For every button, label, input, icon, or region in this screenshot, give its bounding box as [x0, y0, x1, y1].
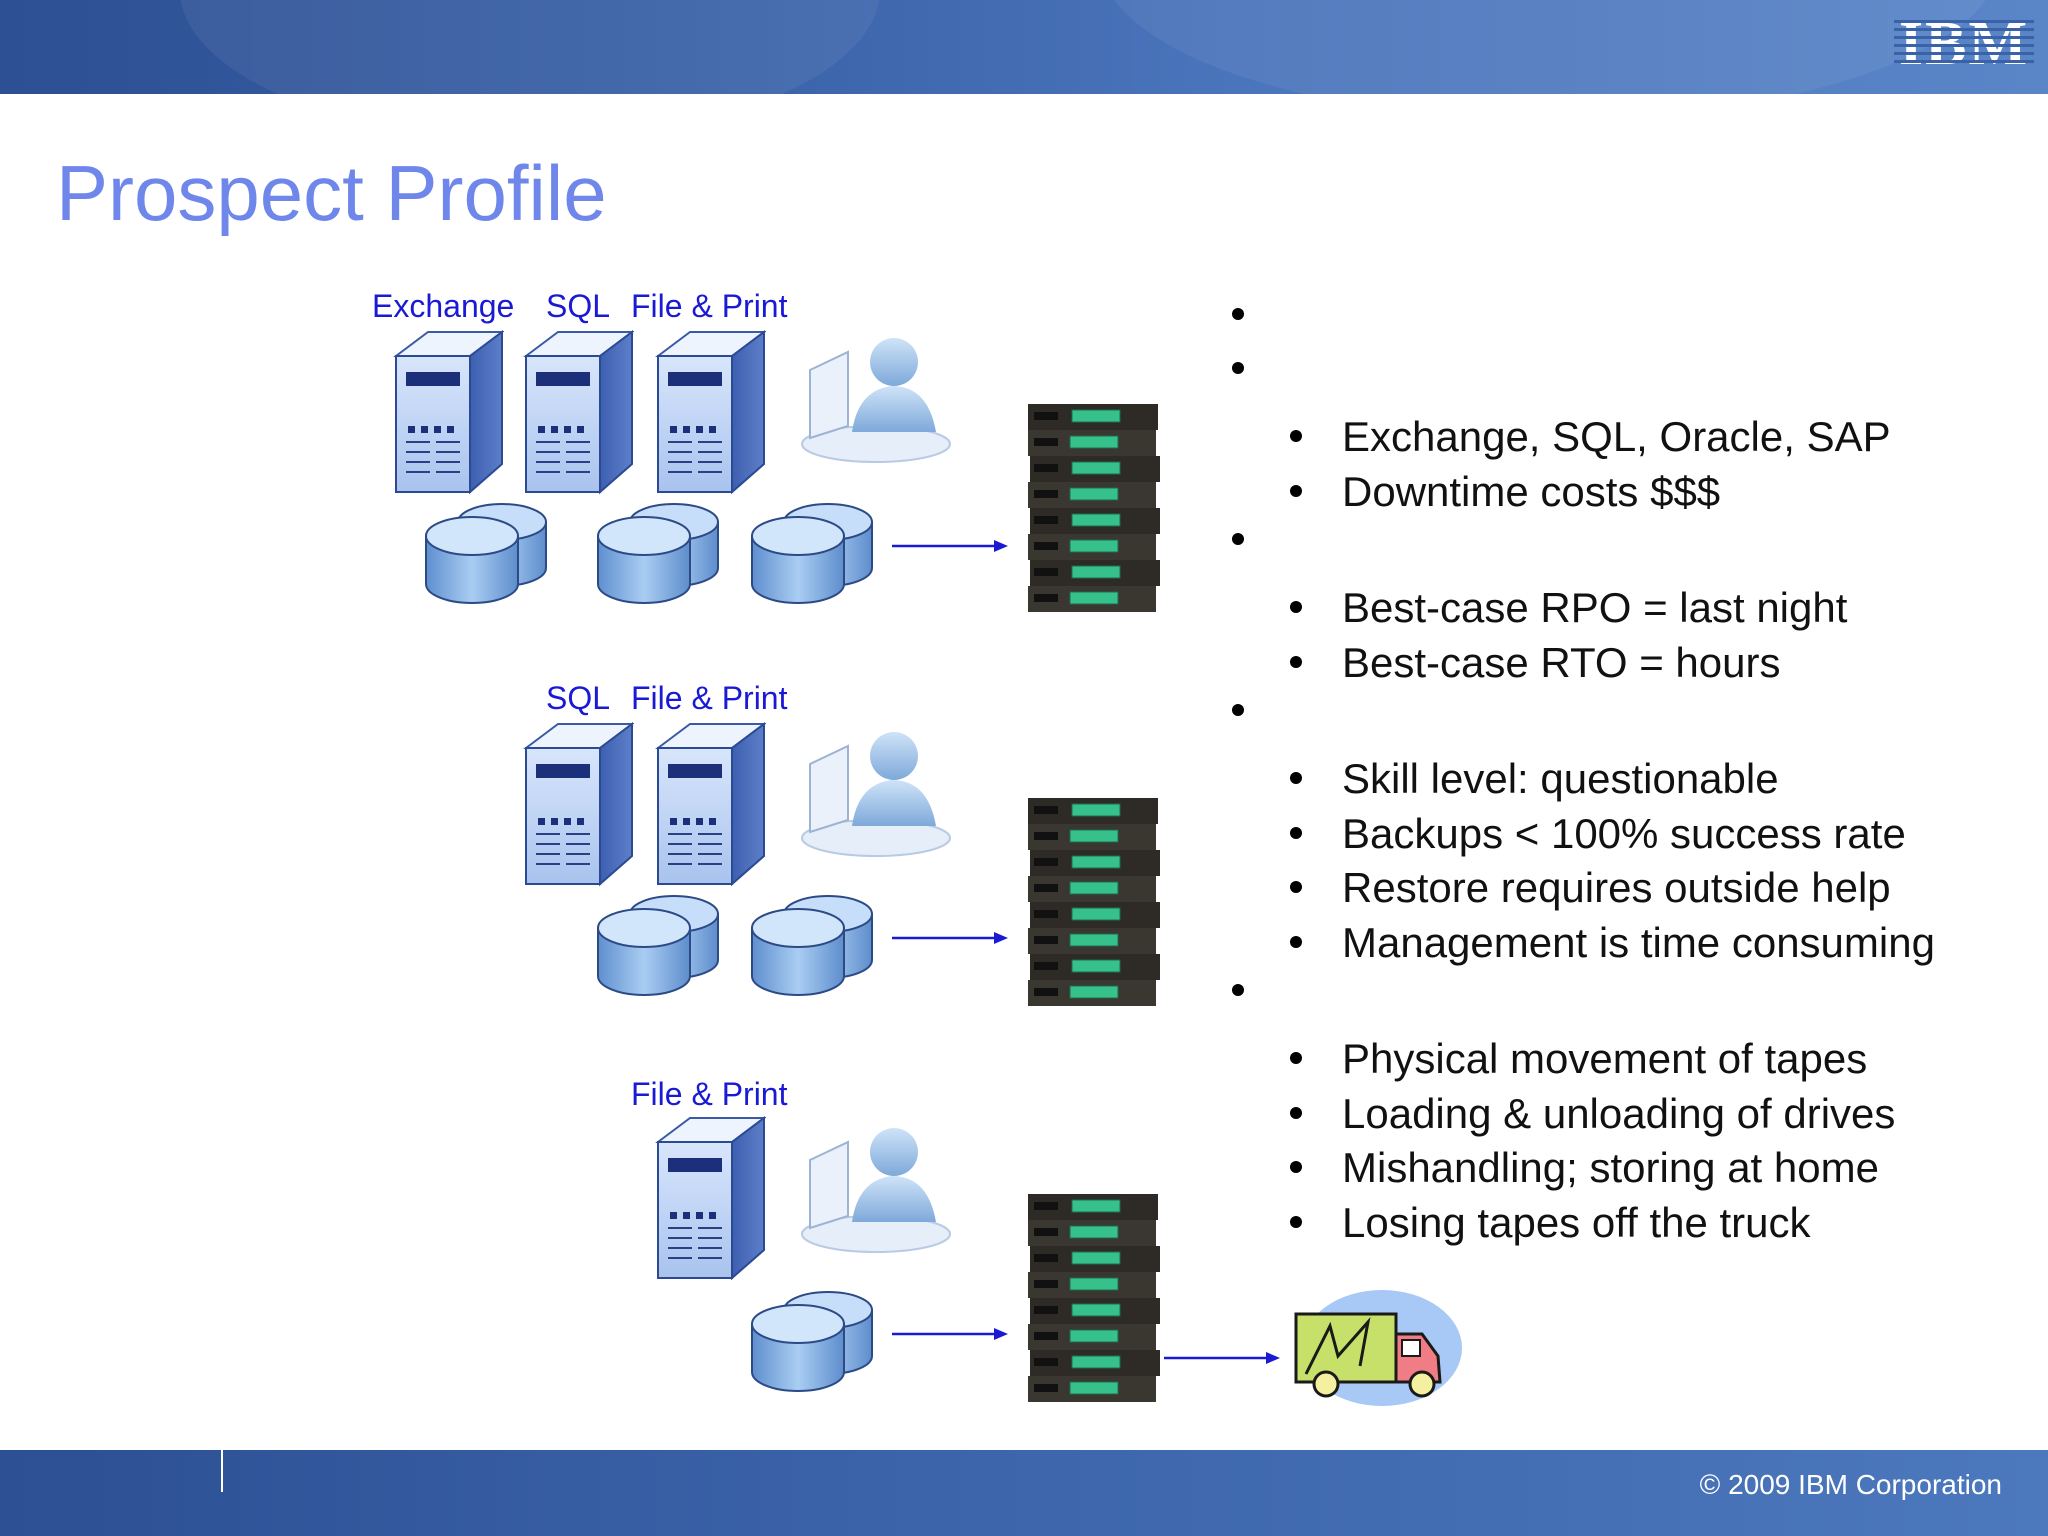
bullet-empty [1222, 970, 2022, 1032]
tape-library-icon [1022, 794, 1162, 1010]
list-item: Backups < 100% success rate [1222, 807, 2022, 862]
disk-storage-icon [424, 498, 548, 608]
footer-bar: © 2009 IBM Corporation [0, 1450, 2048, 1536]
tape-library-icon [1022, 1190, 1162, 1406]
list-item: Management is time consuming [1222, 916, 2022, 971]
arrow-icon [1164, 1350, 1280, 1366]
bullet-dot [1290, 935, 1302, 948]
user-workstation-icon [796, 1116, 956, 1256]
label-exchange: Exchange [372, 288, 515, 324]
bullet-dot [1290, 655, 1302, 668]
disk-storage-icon [750, 1286, 874, 1396]
truck-icon [1294, 1290, 1462, 1406]
user-workstation-icon [796, 720, 956, 860]
bullet-dot [1290, 772, 1302, 784]
arrow-icon [892, 538, 1008, 554]
ibm-logo: IBM [1894, 12, 2034, 72]
bullet-dot [1232, 704, 1244, 716]
list-item: Physical movement of tapes [1222, 1032, 2022, 1087]
footer-divider [221, 1450, 223, 1492]
list-item: Best-case RTO = hours [1222, 636, 2022, 691]
list-item: Best-case RPO = last night [1222, 581, 2022, 636]
bullet-empty [1222, 690, 2022, 752]
bullet-dot [1290, 601, 1302, 613]
tape-library-icon [1022, 400, 1162, 616]
bullet-empty [1222, 519, 2022, 581]
bullet-dot [1290, 1215, 1302, 1228]
bullet-dot [1232, 984, 1244, 996]
list-item: Mishandling; storing at home [1222, 1141, 2022, 1196]
label-file-print: File & Print [631, 1076, 788, 1112]
list-item: Downtime costs $$$ [1222, 465, 2022, 520]
arrow-icon [892, 1326, 1008, 1342]
user-workstation-icon [796, 326, 956, 466]
disk-storage-icon [750, 498, 874, 608]
bullet-empty [1222, 294, 2022, 348]
header-bar: IBM [0, 0, 2048, 94]
bullet-empty [1222, 348, 2022, 410]
bullet-dot [1290, 484, 1302, 497]
bullet-dot [1232, 362, 1244, 374]
server-icon [650, 1114, 766, 1284]
disk-storage-icon [750, 890, 874, 1000]
list-item: Loading & unloading of drives [1222, 1087, 2022, 1142]
page-title: Prospect Profile [56, 149, 607, 237]
bullet-dot [1232, 533, 1244, 545]
bullet-dot [1290, 1161, 1302, 1173]
bullet-dot [1290, 1106, 1302, 1119]
copyright-text: © 2009 IBM Corporation [1699, 1469, 2002, 1500]
list-item: Exchange, SQL, Oracle, SAP [1222, 410, 2022, 465]
server-icon [518, 720, 634, 890]
label-file-print: File & Print [631, 288, 788, 324]
bullet-dot [1290, 826, 1302, 839]
disk-storage-icon [596, 498, 720, 608]
server-icon [388, 328, 504, 498]
list-item: Restore requires outside help [1222, 861, 2022, 916]
list-item: Skill level: questionable [1222, 752, 2022, 807]
label-file-print: File & Print [631, 680, 788, 716]
bullet-dot [1290, 1052, 1302, 1064]
disk-storage-icon [596, 890, 720, 1000]
label-sql: SQL [546, 680, 611, 716]
bullet-dot [1290, 881, 1302, 893]
server-icon [650, 720, 766, 890]
list-item: Losing tapes off the truck [1222, 1196, 2022, 1251]
bullet-dot [1232, 308, 1244, 320]
arrow-icon [892, 930, 1008, 946]
server-icon [518, 328, 634, 498]
server-icon [650, 328, 766, 498]
bullet-list: Exchange, SQL, Oracle, SAP Downtime cost… [1222, 294, 2022, 1250]
label-sql: SQL [546, 288, 611, 324]
bullet-dot [1290, 430, 1302, 442]
